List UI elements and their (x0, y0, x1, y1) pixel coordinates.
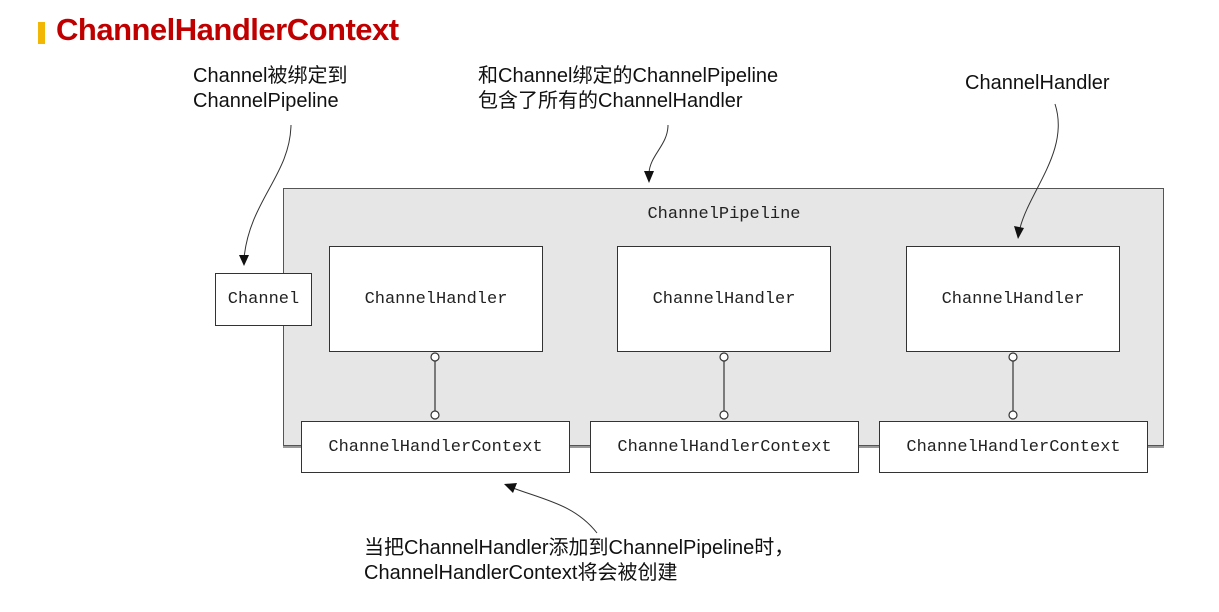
callout-pipeline-line-1: 和Channel绑定的ChannelPipeline (478, 65, 779, 87)
channel-handler-context-box-3: ChannelHandlerContext (879, 421, 1148, 473)
callout-pipeline-line-2: 包含了所有的ChannelHandler (478, 90, 743, 112)
channel-handler-box-3: ChannelHandler (906, 246, 1120, 352)
page-title: ChannelHandlerContext (56, 12, 399, 47)
callout-channel-bound: Channel被绑定到 ChannelPipeline (193, 64, 348, 114)
callout-context-line-1: 当把ChannelHandler添加到ChannelPipeline时， (364, 537, 795, 559)
arrow-pipeline-callout (644, 124, 669, 183)
callout-pipeline-contains: 和Channel绑定的ChannelPipeline 包含了所有的Channel… (478, 64, 778, 114)
channel-handler-context-box-2: ChannelHandlerContext (590, 421, 859, 473)
callout-context-created: 当把ChannelHandler添加到ChannelPipeline时， Cha… (364, 536, 794, 586)
channel-handler-box-2: ChannelHandler (617, 246, 831, 352)
channel-box: Channel (215, 273, 312, 326)
channel-handler-context-box-1: ChannelHandlerContext (301, 421, 570, 473)
callout-channel-line-2: ChannelPipeline (193, 90, 339, 112)
title-accent-bar (38, 22, 45, 44)
channel-handler-box-1: ChannelHandler (329, 246, 543, 352)
arrow-context-callout (504, 483, 598, 534)
callout-context-line-2: ChannelHandlerContext将会被创建 (364, 562, 678, 584)
pipeline-label: ChannelPipeline (647, 205, 801, 224)
callout-handler-line-1: ChannelHandler (965, 72, 1110, 94)
callout-channel-handler: ChannelHandler (965, 71, 1110, 96)
callout-channel-line-1: Channel被绑定到 (193, 65, 348, 87)
